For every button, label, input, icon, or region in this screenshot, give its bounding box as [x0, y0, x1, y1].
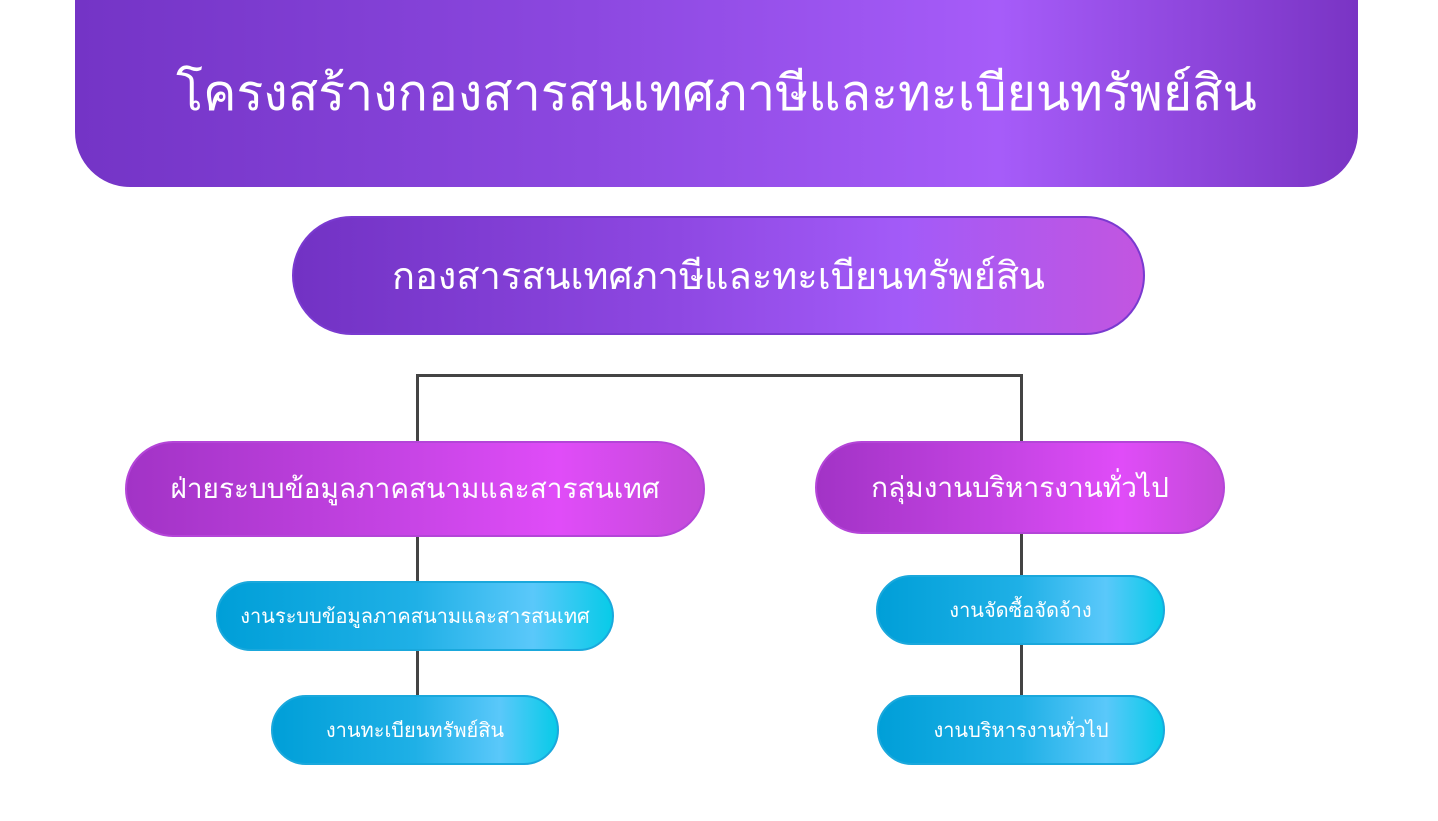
branch-node-general-admin: กลุ่มงานบริหารงานทั่วไป — [815, 441, 1225, 534]
unit-node: งานบริหารงานทั่วไป — [877, 695, 1165, 765]
unit-node: งานทะเบียนทรัพย์สิน — [271, 695, 559, 765]
unit-node: งานจัดซื้อจัดจ้าง — [876, 575, 1165, 645]
connector-line — [416, 374, 1023, 377]
root-node: กองสารสนเทศภาษีและทะเบียนทรัพย์สิน — [292, 216, 1145, 335]
branch-node-field-info: ฝ่ายระบบข้อมูลภาคสนามและสารสนเทศ — [125, 441, 705, 537]
connector-line — [416, 374, 419, 444]
unit-node: งานระบบข้อมูลภาคสนามและสารสนเทศ — [216, 581, 614, 651]
page-title: โครงสร้างกองสารสนเทศภาษีและทะเบียนทรัพย์… — [75, 0, 1358, 187]
connector-line — [1020, 374, 1023, 444]
